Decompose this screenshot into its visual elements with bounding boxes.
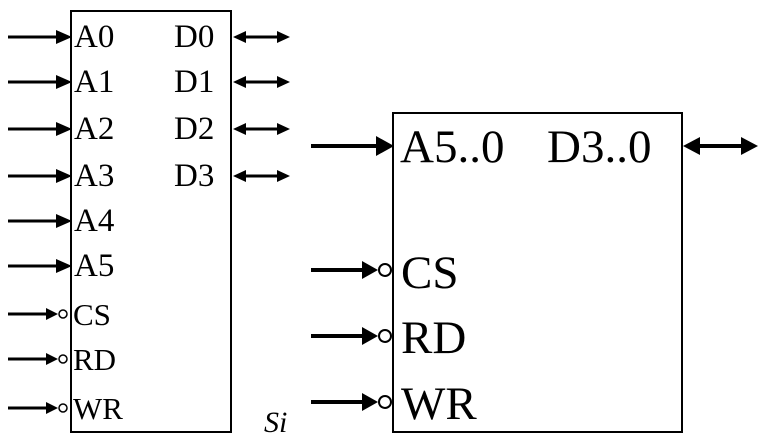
input-arrow-a4 bbox=[8, 214, 72, 228]
inversion-bubble-rd-right bbox=[378, 329, 392, 343]
control-arrow-wr bbox=[8, 402, 68, 414]
pin-label-a0: A0 bbox=[74, 19, 114, 55]
bidir-arrow-d0 bbox=[233, 31, 290, 43]
control-arrow-wr-right bbox=[311, 393, 392, 411]
inversion-bubble-wr-right bbox=[378, 395, 392, 409]
data-bus-bidir-arrow bbox=[683, 137, 758, 155]
pin-label-rd: RD bbox=[73, 342, 116, 377]
right-chip-box bbox=[392, 112, 683, 433]
inversion-bubble-rd bbox=[58, 354, 68, 364]
bidir-arrow-d2 bbox=[233, 123, 290, 135]
pin-label-a4: A4 bbox=[74, 203, 114, 239]
pin-label-d3: D3 bbox=[174, 158, 214, 194]
bidir-arrow-d3 bbox=[233, 170, 290, 182]
left-address-arrows bbox=[8, 30, 72, 273]
left-chip-box bbox=[70, 10, 232, 433]
input-arrow-a3 bbox=[8, 169, 72, 183]
address-bus-arrow bbox=[311, 136, 394, 156]
left-chip: A0 A1 A2 A3 A4 A5 CS RD WR D0 D1 D2 D3 bbox=[8, 10, 290, 433]
pin-label-a2: A2 bbox=[74, 111, 114, 147]
pin-label-wr: WR bbox=[73, 391, 123, 426]
control-arrow-rd bbox=[8, 353, 68, 365]
input-arrow-a1 bbox=[8, 75, 72, 89]
control-arrow-cs-right bbox=[311, 261, 392, 279]
pin-label-a3: A3 bbox=[74, 158, 114, 194]
input-arrow-a0 bbox=[8, 30, 72, 44]
right-chip: A5..0 D3..0 CS RD WR bbox=[311, 112, 758, 433]
pin-label-d1: D1 bbox=[174, 64, 214, 100]
pin-label-cs: CS bbox=[73, 297, 111, 332]
input-arrow-a5 bbox=[8, 259, 72, 273]
control-arrow-rd-right bbox=[311, 327, 392, 345]
bidir-arrow-d1 bbox=[233, 76, 290, 88]
control-label-cs-right: CS bbox=[401, 247, 459, 299]
address-bus-label: A5..0 bbox=[400, 121, 504, 173]
input-arrow-a2 bbox=[8, 122, 72, 136]
pin-label-a1: A1 bbox=[74, 64, 114, 100]
control-label-wr-right: WR bbox=[401, 378, 477, 430]
inversion-bubble-cs-right bbox=[378, 263, 392, 277]
control-label-rd-right: RD bbox=[401, 312, 466, 364]
pin-label-d2: D2 bbox=[174, 111, 214, 147]
control-arrow-cs bbox=[8, 308, 68, 320]
caption-fragment: Si bbox=[264, 406, 287, 434]
data-bus-label: D3..0 bbox=[547, 121, 651, 173]
pin-label-a5: A5 bbox=[74, 248, 114, 284]
inversion-bubble-cs bbox=[58, 309, 68, 319]
pin-label-d0: D0 bbox=[174, 19, 214, 55]
inversion-bubble-wr bbox=[58, 403, 68, 413]
